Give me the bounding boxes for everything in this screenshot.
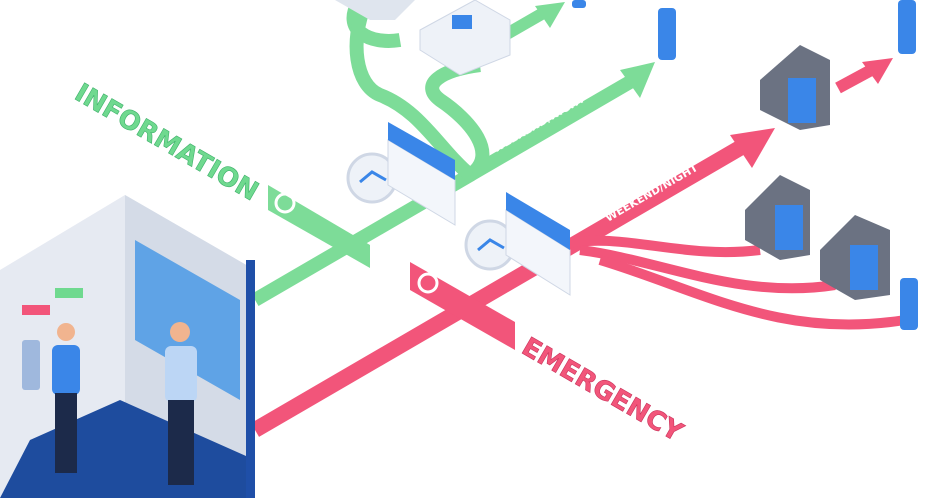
emergency-intercom-icon: [820, 215, 890, 300]
laptop-icon: [335, 0, 415, 20]
elevator-mirror: [135, 240, 240, 400]
emergency-small-arrowhead: [862, 58, 893, 84]
information-arrowhead: [620, 62, 655, 98]
emergency-label: EMERGENCY: [517, 332, 689, 449]
elevator-emergency-button: [22, 305, 50, 315]
elevator-car: [0, 195, 255, 498]
emergency-intercom-icon: [760, 45, 830, 130]
emergency-arrowhead: [730, 128, 775, 168]
mobile-phone-icon: [898, 0, 916, 54]
mobile-phone-icon: [900, 278, 918, 330]
weekend-night-emergency-label: WEEKEND/NIGHT: [603, 161, 701, 225]
elevator-info-button: [55, 288, 83, 298]
elevator-keypad: [22, 340, 40, 390]
schedule-clock-calendar-emergency: [464, 192, 571, 296]
schedule-clock-calendar-info: [346, 122, 456, 226]
information-small-arrowhead: [535, 2, 565, 28]
emergency-sign: [410, 262, 515, 350]
mobile-phone-icon: [658, 8, 676, 60]
information-sign: [268, 185, 370, 268]
information-small-arrow: [502, 6, 548, 41]
information-label: INFORMATION: [70, 78, 264, 207]
woman-passenger: [52, 323, 80, 473]
desk-phone-icon: [419, 0, 511, 76]
man-passenger: [165, 322, 197, 485]
emergency-route: [250, 138, 906, 437]
mobile-phone-icon: [572, 0, 586, 8]
weekend-night-info-label: WEEKEND/NIGHT: [490, 92, 588, 156]
emergency-intercom-icon: [745, 175, 810, 260]
